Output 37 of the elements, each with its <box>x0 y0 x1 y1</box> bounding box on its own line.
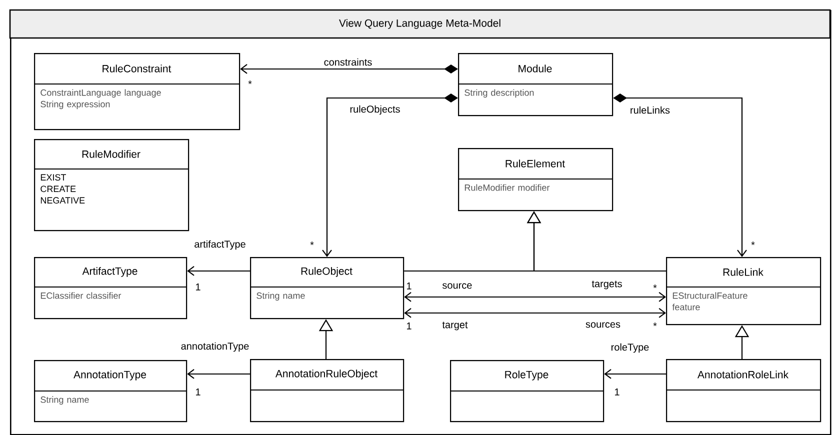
multiplicity: * <box>653 284 657 288</box>
edge-label: ruleLinks <box>629 105 671 115</box>
class-box: RuleLink EStructuralFeature feature <box>666 257 822 326</box>
edge-label: artifactType <box>193 239 247 251</box>
class-box: AnnotationType String name <box>34 360 188 422</box>
edge-label: ruleObjects <box>348 104 402 116</box>
association-arrow <box>240 64 458 74</box>
multiplicity: 1 <box>196 388 200 396</box>
multiplicity: * <box>310 242 314 246</box>
multiplicity: * <box>653 322 657 326</box>
association-arrow <box>404 292 666 302</box>
class-box: Module String description <box>458 53 614 116</box>
association-arrow <box>187 369 250 379</box>
multiplicity: 1 <box>407 282 412 290</box>
class-box: RuleModifier EXIST CREATE NEGATIVE <box>34 139 190 232</box>
class-box: RuleObject String name <box>250 257 404 320</box>
class-box: RoleType <box>450 360 604 422</box>
class-box: AnnotationRuleObject <box>250 359 404 422</box>
edge-label: targets <box>590 280 624 290</box>
edge-label: constraints <box>322 57 374 67</box>
multiplicity: 1 <box>407 322 412 330</box>
multiplicity: * <box>751 242 755 246</box>
association-arrow <box>322 94 458 257</box>
association-arrow <box>604 369 666 379</box>
association-arrow <box>404 308 666 318</box>
role-name: source <box>442 283 472 289</box>
class-box: ArtifactType EClassifier classifier <box>34 257 188 320</box>
role-name: target <box>442 322 468 330</box>
class-box: RuleElement RuleModifier modifier <box>458 148 614 212</box>
association-arrow <box>187 266 250 276</box>
edge-label: sources <box>584 321 622 329</box>
multiplicity: 1 <box>615 388 620 396</box>
edge-label: roleType <box>610 342 650 354</box>
edge-label: annotationType <box>180 341 250 353</box>
multiplicity: 1 <box>196 284 200 290</box>
class-box: RuleConstraint ConstraintLanguage language String expression <box>34 53 240 130</box>
class-box: AnnotationRoleLink <box>666 359 822 422</box>
